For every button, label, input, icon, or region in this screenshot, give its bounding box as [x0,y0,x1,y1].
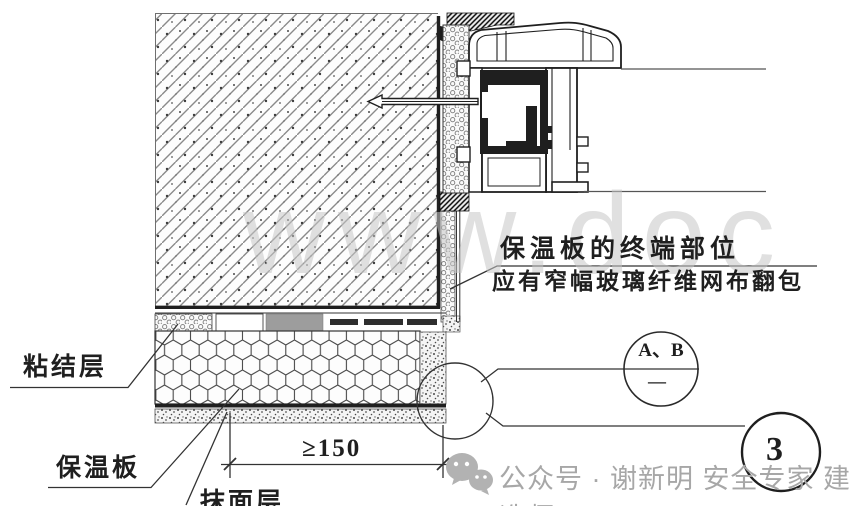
window-frame-profile [456,21,766,193]
note-line-1: 保温板的终端部位 [500,236,741,263]
insulation-board-leader [48,388,240,489]
wechat-watermark-text: 公众号 · 谢新明 安全专家 建造师 [499,464,851,506]
window-sash-lines [584,68,766,193]
leader-lines [10,265,817,506]
dimension-text: ≥150 [302,435,362,462]
label-finish-coat: 抹面层 [200,489,285,506]
window-reveal-insulation-strip [440,199,461,333]
insulation-board [154,330,421,405]
finish-coat-leader [185,411,228,506]
frame-foam-strip [442,24,470,194]
sash-section [480,70,552,154]
wall-section [155,13,441,309]
note-leader [449,265,817,290]
detail-ref-bubble [623,331,699,407]
mesh-wrap-strip [419,331,447,405]
bonding-layer-leader [10,323,179,389]
label-bonding-layer: 粘结层 [23,354,108,381]
detail-bubble-sheet-text: — [648,371,666,391]
figure-number-text: 3 [766,431,783,468]
figure-number-circle [740,411,822,493]
anchor-fastener [366,93,479,110]
wechat-icon [446,453,493,495]
finish-coat-strip [154,408,447,424]
site-watermark: www.doc [243,170,788,298]
dimension-150 [221,413,453,478]
note-line-2: 应有窄幅玻璃纤维网布翻包 [492,269,804,294]
label-insulation-board: 保温板 [56,455,141,482]
detail-zoom-circle [416,362,494,440]
figure-leader [485,412,745,427]
detail-ref-leader [480,368,699,383]
bonding-layer-strip [154,313,213,332]
detail-bubble-top-text: A、B [638,340,684,361]
insulation-layers [154,312,447,424]
